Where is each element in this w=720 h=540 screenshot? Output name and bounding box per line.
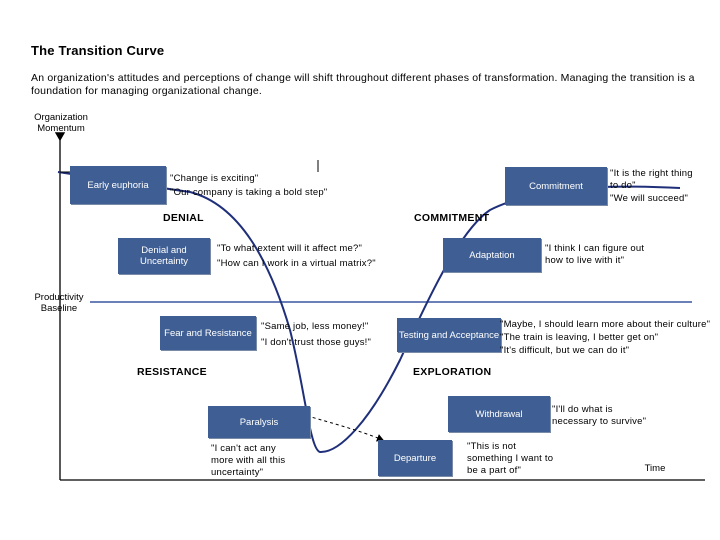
phase-resistance: RESISTANCE xyxy=(137,366,207,378)
phase-denial: DENIAL xyxy=(163,212,204,224)
quote-euphoria: "Change is exciting" "Our company is tak… xyxy=(170,173,327,199)
quote-testing-2: "The train is leaving, I better get on" xyxy=(500,332,659,343)
quote-departure: "This is not something I want to be a pa… xyxy=(467,441,554,476)
stage-commitment: Commitment xyxy=(505,167,607,205)
quote-testing-3: "It's difficult, but we can do it" xyxy=(500,345,630,356)
baseline-label: Productivity Baseline xyxy=(34,292,84,314)
quote-testing: "Maybe, I should learn more about their … xyxy=(500,319,710,357)
quote-euphoria-2: "Our company is taking a bold step" xyxy=(170,187,328,198)
quote-withdrawal: "I'll do what is necessary to survive" xyxy=(552,404,647,427)
quote-fear-2: "I don't trust those guys!" xyxy=(261,337,372,348)
x-axis-label: Time xyxy=(644,463,666,474)
quote-denial-1: "To what extent will it affect me?" xyxy=(217,243,363,254)
quote-euphoria-1: "Change is exciting" xyxy=(170,173,259,184)
page-title: The Transition Curve xyxy=(31,43,165,58)
quote-commitment: "It is the right thing to do" "We will s… xyxy=(610,168,698,205)
quote-testing-1: "Maybe, I should learn more about their … xyxy=(500,319,711,330)
quote-denial-2: "How can I work in a virtual matrix?" xyxy=(217,258,376,269)
y-axis-label: Organization Momentum xyxy=(34,112,88,134)
phase-commitment: COMMITMENT xyxy=(414,212,490,224)
page-subtitle: An organization's attitudes and percepti… xyxy=(31,72,695,97)
stage-fear-resistance: Fear and Resistance xyxy=(160,316,256,350)
quote-fear-1: "Same job, less money!" xyxy=(261,321,369,332)
quote-paralysis: "I can't act any more with all this unce… xyxy=(211,443,286,478)
quote-adaptation: "I think I can figure out how to live wi… xyxy=(545,243,645,266)
stage-departure: Departure xyxy=(378,440,452,476)
stage-denial-uncertainty: Denial and Uncertainty xyxy=(118,238,210,274)
stage-early-euphoria: Early euphoria xyxy=(70,166,166,204)
stage-paralysis: Paralysis xyxy=(208,406,310,438)
quote-denial: "To what extent will it affect me?" "How… xyxy=(217,243,376,270)
quote-commitment-1: "It is the right thing to do" xyxy=(610,168,693,191)
stage-testing-acceptance: Testing and Acceptance xyxy=(397,318,501,352)
stage-adaptation: Adaptation xyxy=(443,238,541,272)
phase-exploration: EXPLORATION xyxy=(413,366,492,378)
quote-fear: "Same job, less money!" "I don't trust t… xyxy=(261,321,371,349)
quote-commitment-2: "We will succeed" xyxy=(610,193,689,204)
stage-withdrawal: Withdrawal xyxy=(448,396,550,432)
